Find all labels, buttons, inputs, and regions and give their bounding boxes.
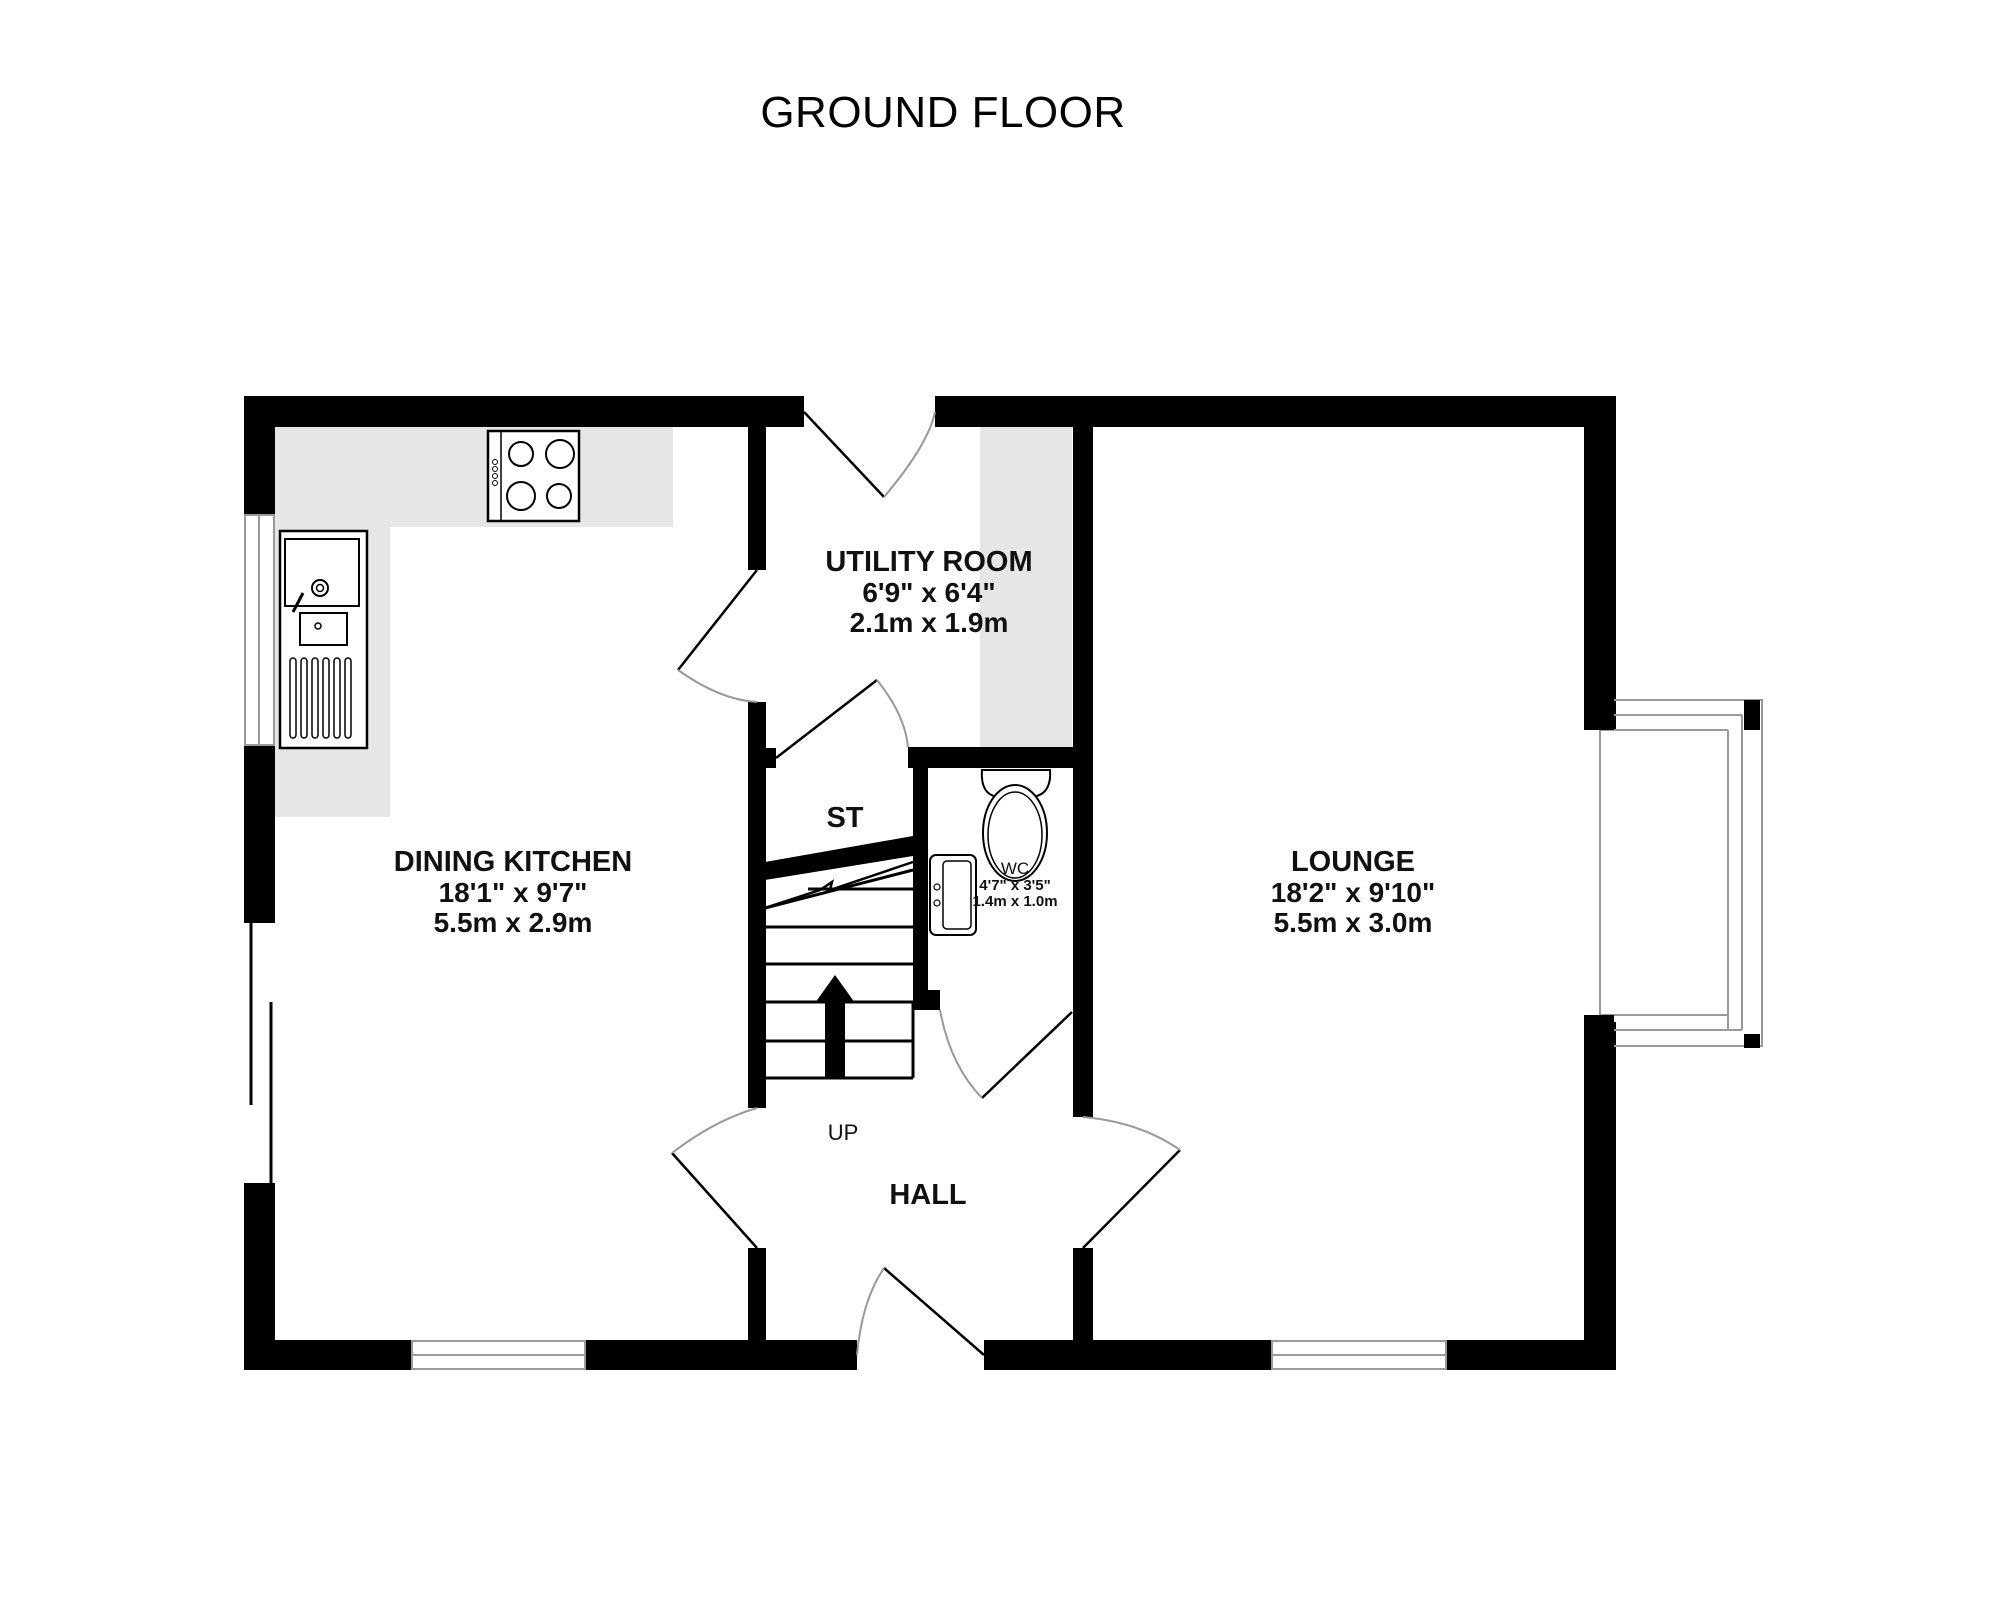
sink-drainer-icon bbox=[278, 529, 369, 750]
room-label-store: ST bbox=[826, 804, 863, 833]
room-label-lounge: LOUNGE 18'2" x 9'10" 5.5m x 3.0m bbox=[1271, 848, 1435, 937]
stair-up-arrow-icon bbox=[815, 975, 855, 1078]
room-name: LOUNGE bbox=[1290, 846, 1416, 878]
room-name: UTILITY ROOM bbox=[825, 546, 1033, 578]
sliding-patio-doors bbox=[249, 923, 273, 1183]
room-label-utility-room: UTILITY ROOM 6'9" x 6'4" 2.1m x 1.9m bbox=[825, 548, 1032, 637]
walls bbox=[244, 396, 1616, 1370]
room-name: HALL bbox=[889, 1179, 967, 1211]
floor-title: GROUND FLOOR bbox=[760, 88, 1126, 137]
room-dim-imperial: 18'1" x 9'7" bbox=[438, 877, 588, 908]
room-name: DINING KITCHEN bbox=[393, 846, 633, 878]
windows bbox=[244, 514, 1763, 1370]
room-dim-metric: 5.5m x 2.9m bbox=[433, 907, 593, 938]
room-dim-metric: 2.1m x 1.9m bbox=[849, 607, 1009, 638]
hob-icon bbox=[486, 429, 581, 523]
room-dim-imperial: 18'2" x 9'10" bbox=[1270, 877, 1436, 908]
room-label-hall: HALL bbox=[889, 1181, 966, 1210]
room-dim-metric: 5.5m x 3.0m bbox=[1273, 907, 1433, 938]
room-label-dining-kitchen: DINING KITCHEN 18'1" x 9'7" 5.5m x 2.9m bbox=[394, 848, 632, 937]
stairs-up-label: UP bbox=[827, 1120, 859, 1145]
toilet-icon bbox=[980, 769, 1052, 882]
bay-window-posts bbox=[1584, 680, 1760, 1065]
room-dim-metric: 1.4m x 1.0m bbox=[972, 893, 1058, 910]
hand-basin-icon bbox=[929, 854, 977, 936]
doors bbox=[671, 411, 1181, 1356]
room-dim-imperial: 6'9" x 6'4" bbox=[862, 577, 996, 608]
room-dim-imperial: 4'7" x 3'5" bbox=[979, 877, 1051, 894]
utility-counter bbox=[980, 427, 1072, 747]
room-name: WC bbox=[1000, 859, 1030, 878]
room-label-wc: WC 4'7" x 3'5" 1.4m x 1.0m bbox=[972, 860, 1057, 909]
room-name: ST bbox=[826, 802, 864, 834]
